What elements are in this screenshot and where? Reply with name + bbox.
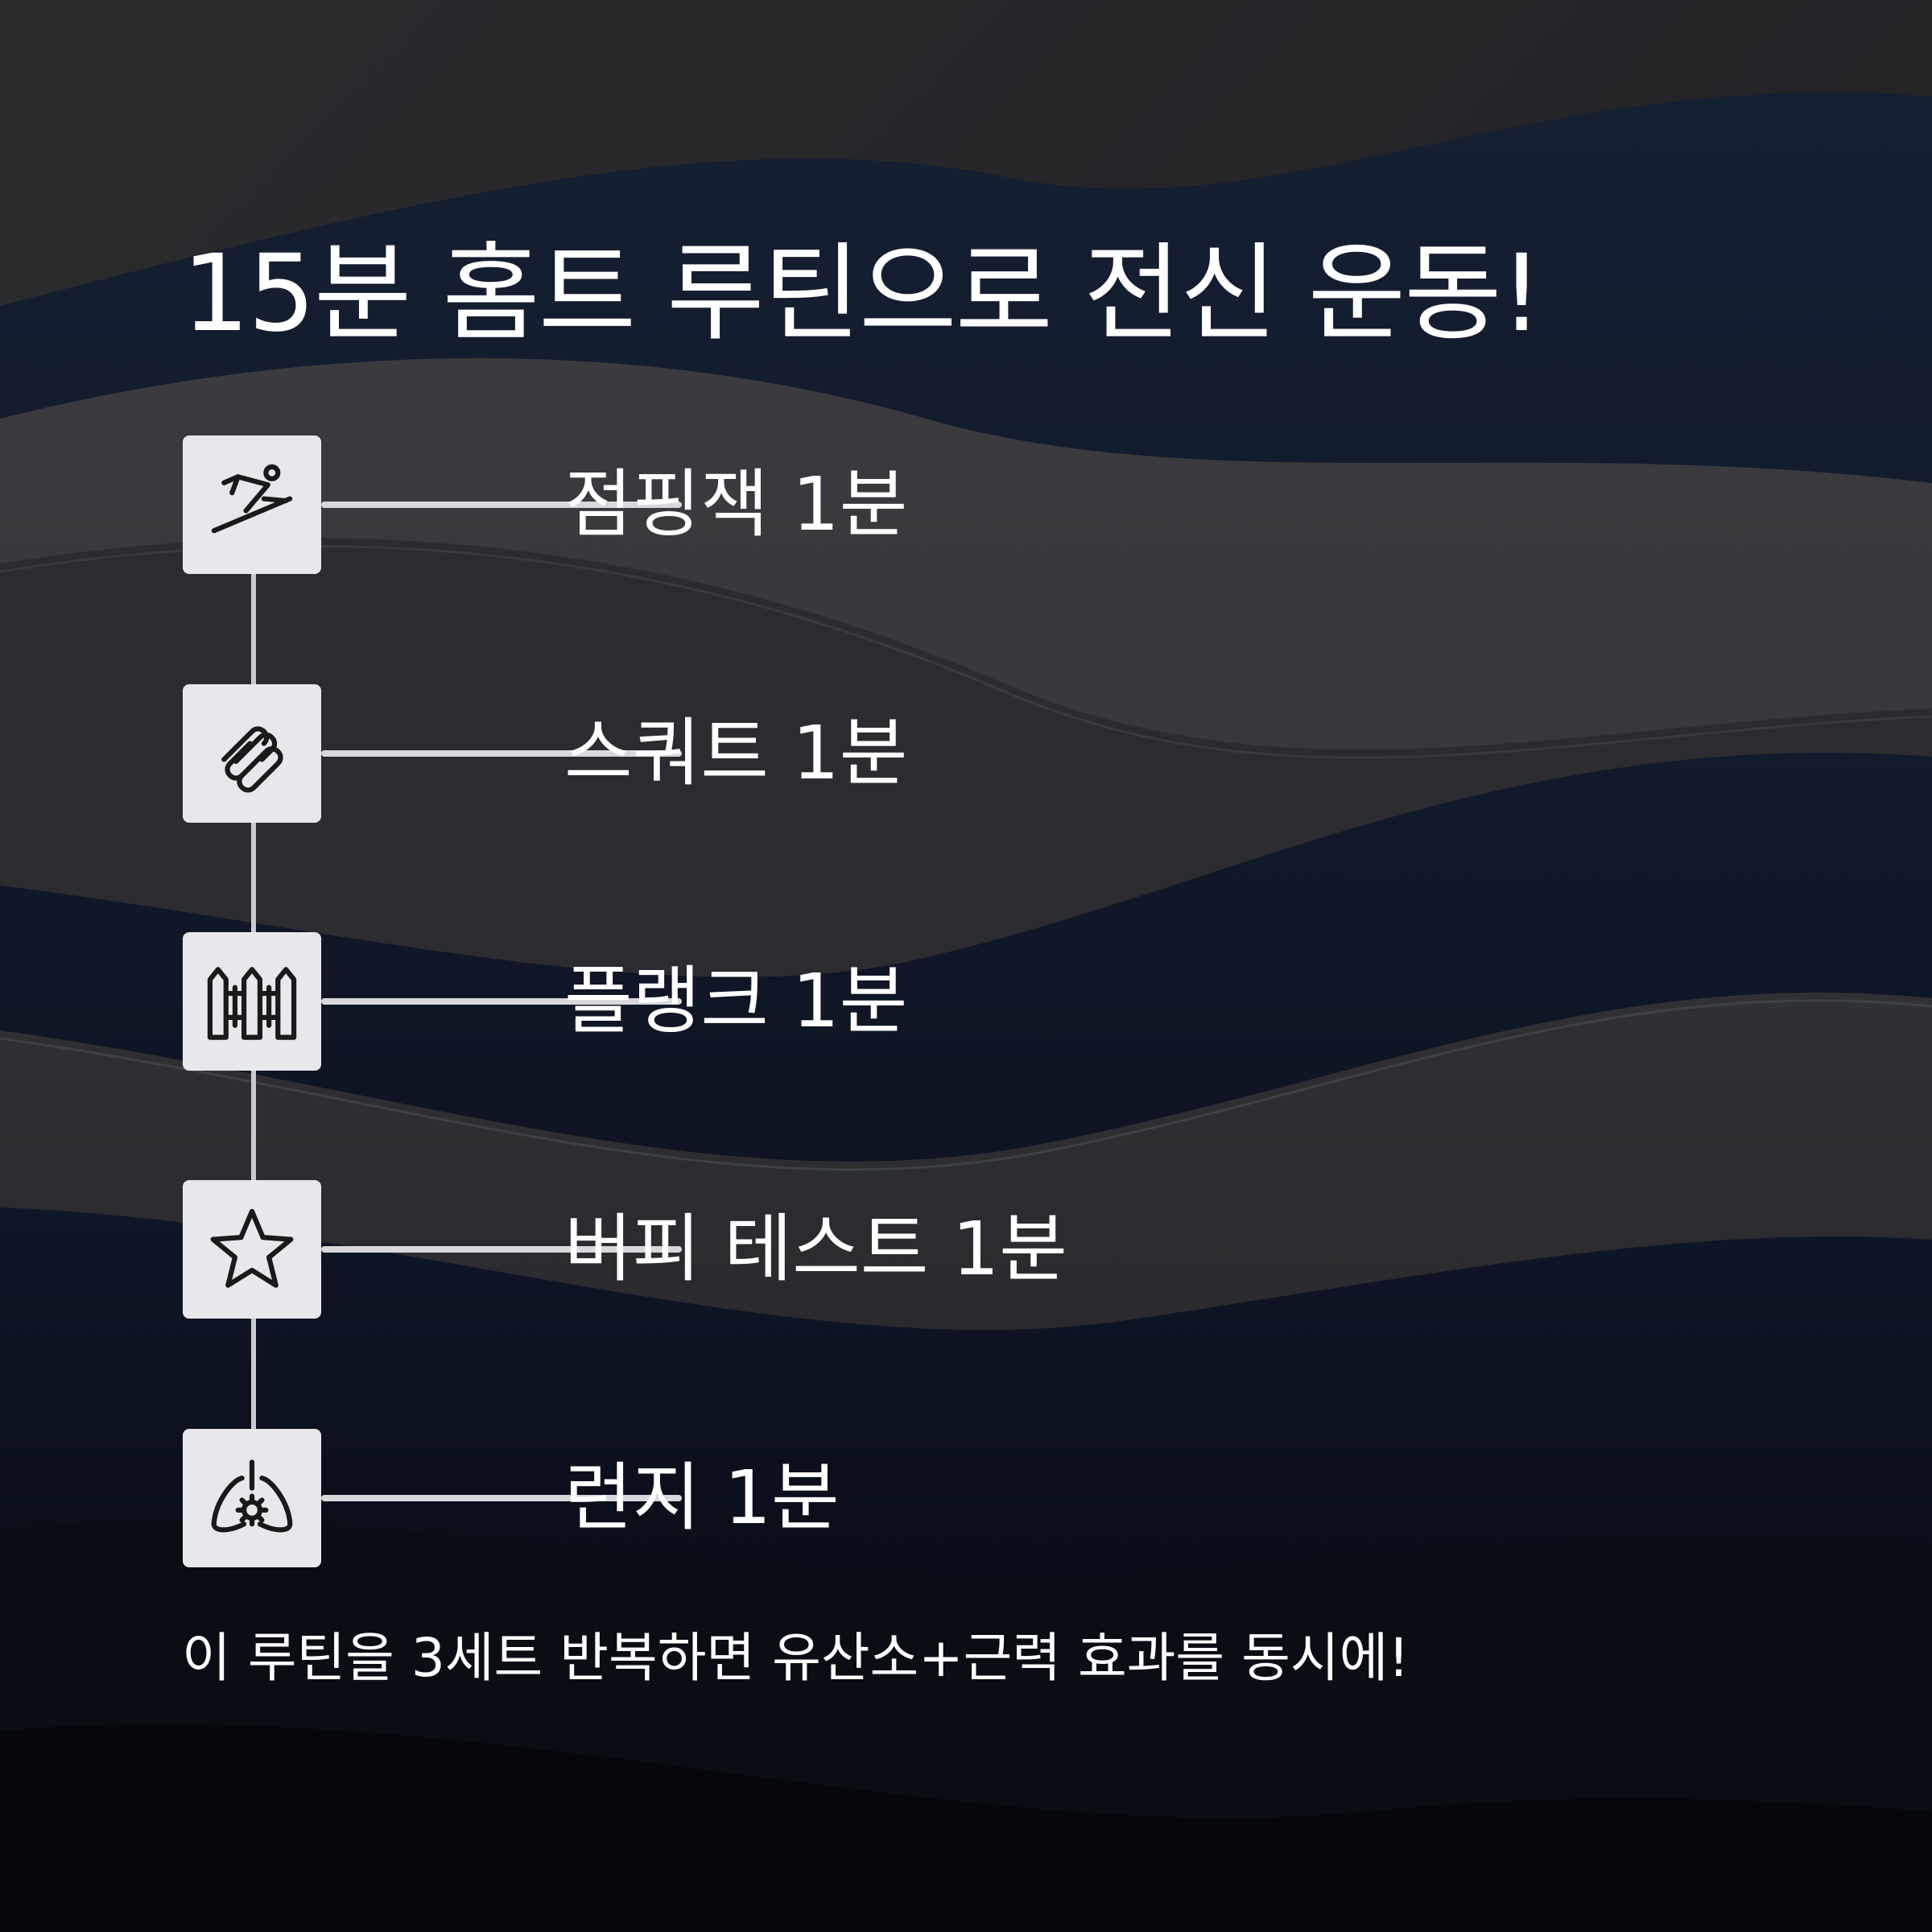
- star-icon: [210, 1208, 294, 1288]
- step-label: 런지 1분: [564, 1455, 840, 1541]
- step-connector: [321, 1495, 682, 1501]
- step-icon-box: [183, 1180, 321, 1319]
- step-label: 점핑잭 1분: [564, 461, 908, 547]
- step-connector: [321, 750, 682, 757]
- step-lunge: 런지 1분: [183, 1429, 1310, 1567]
- step-icon-box: [183, 684, 321, 823]
- step-label: 플랭크 1분: [564, 958, 908, 1044]
- step-label: 스쿼트 1분: [564, 710, 908, 796]
- plank-icon: [207, 967, 297, 1040]
- step-icon-box: [183, 436, 321, 574]
- step-icon-box: [183, 1429, 321, 1567]
- squat-icon: [221, 726, 283, 793]
- step-burpee: 버피 테스트 1분: [183, 1180, 1310, 1319]
- step-squat: 스쿼트 1분: [183, 684, 1310, 823]
- jumping-jack-icon: [211, 464, 293, 534]
- step-connector: [321, 998, 682, 1005]
- step-icon-box: [183, 932, 321, 1071]
- lungs-icon: [211, 1459, 293, 1533]
- step-jumping-jack: 점핑잭 1분: [183, 436, 1310, 574]
- step-connector: [321, 502, 682, 508]
- step-label: 버피 테스트 1분: [564, 1206, 1067, 1292]
- step-plank: 플랭크 1분: [183, 932, 1310, 1071]
- footer-note: 이 루틴을 3세트 반복하면 유산소+근력 효과를 동시에!: [182, 1627, 1410, 1689]
- page-title: 15분 홈트 루틴으로 전신 운동!: [182, 232, 1543, 356]
- step-connector: [321, 1246, 682, 1253]
